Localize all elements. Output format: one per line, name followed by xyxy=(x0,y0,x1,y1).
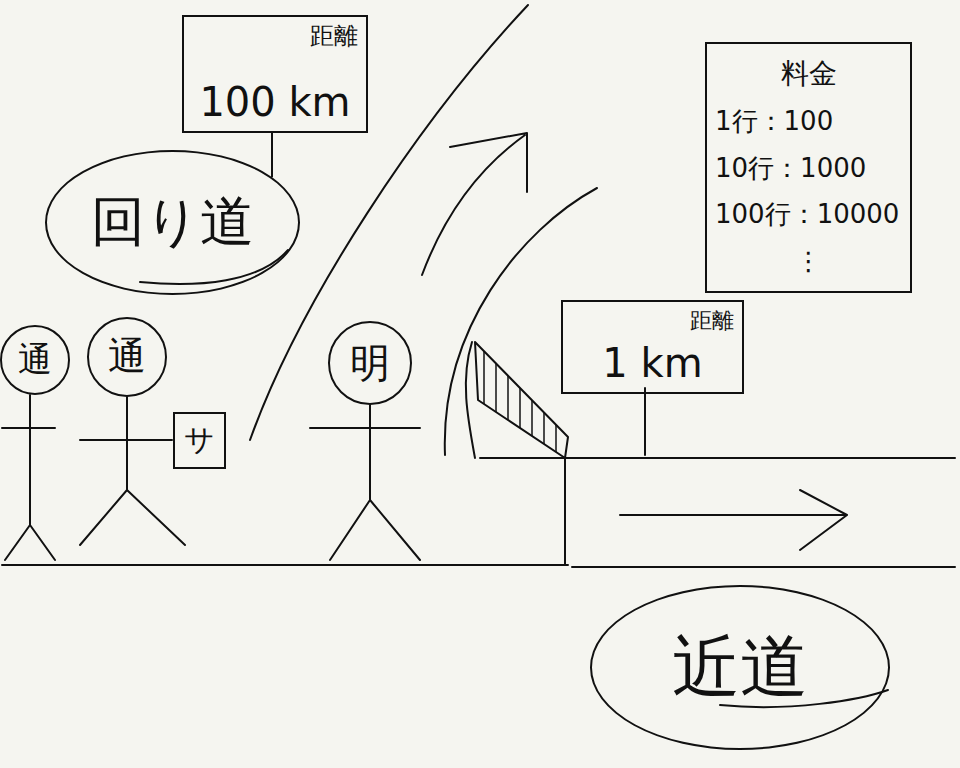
node-text: 料金 xyxy=(781,58,837,90)
sign-post xyxy=(644,388,646,455)
person-circle: 通 xyxy=(0,325,70,395)
fee-table: 料金 1行：100 10行：1000 100行：10000 ⋮ xyxy=(705,42,912,293)
node-text: 近道 xyxy=(672,628,808,706)
node-text: 回り道 xyxy=(91,191,254,253)
node-text: 距離 xyxy=(690,308,734,333)
node-text: 明 xyxy=(350,340,390,386)
person-circle: 通 xyxy=(87,317,167,397)
gate-post xyxy=(466,342,475,458)
node-text: 距離 xyxy=(310,23,358,51)
card-box: サ xyxy=(173,412,226,469)
detour-arrow xyxy=(422,133,527,275)
sign-post xyxy=(271,133,273,177)
route-label: 近道 xyxy=(590,585,890,750)
node-text: サ xyxy=(184,423,215,458)
node-text: 通 xyxy=(18,340,52,379)
node-text: 通 xyxy=(108,335,146,379)
node-text: ⋮ xyxy=(796,247,822,277)
node-text: 100 km xyxy=(199,79,350,125)
node-text: 100行：10000 xyxy=(715,200,899,230)
road-edge xyxy=(480,457,955,459)
oval-stroke xyxy=(140,250,288,284)
stick-figure xyxy=(2,395,55,560)
shortcut-arrow xyxy=(620,490,847,550)
gate-bar xyxy=(475,342,568,458)
node-text: 1 km xyxy=(602,340,702,386)
distance-sign: 距離 1 km xyxy=(561,300,744,394)
node-text: 10行：1000 xyxy=(715,154,866,184)
stick-figure xyxy=(310,405,420,560)
distance-sign: 距離 100 km xyxy=(182,15,368,133)
route-label: 回り道 xyxy=(45,150,300,295)
stick-figure xyxy=(80,397,185,545)
person-circle: 明 xyxy=(328,321,412,405)
node-text: 1行：100 xyxy=(715,107,833,137)
ground xyxy=(2,458,955,567)
